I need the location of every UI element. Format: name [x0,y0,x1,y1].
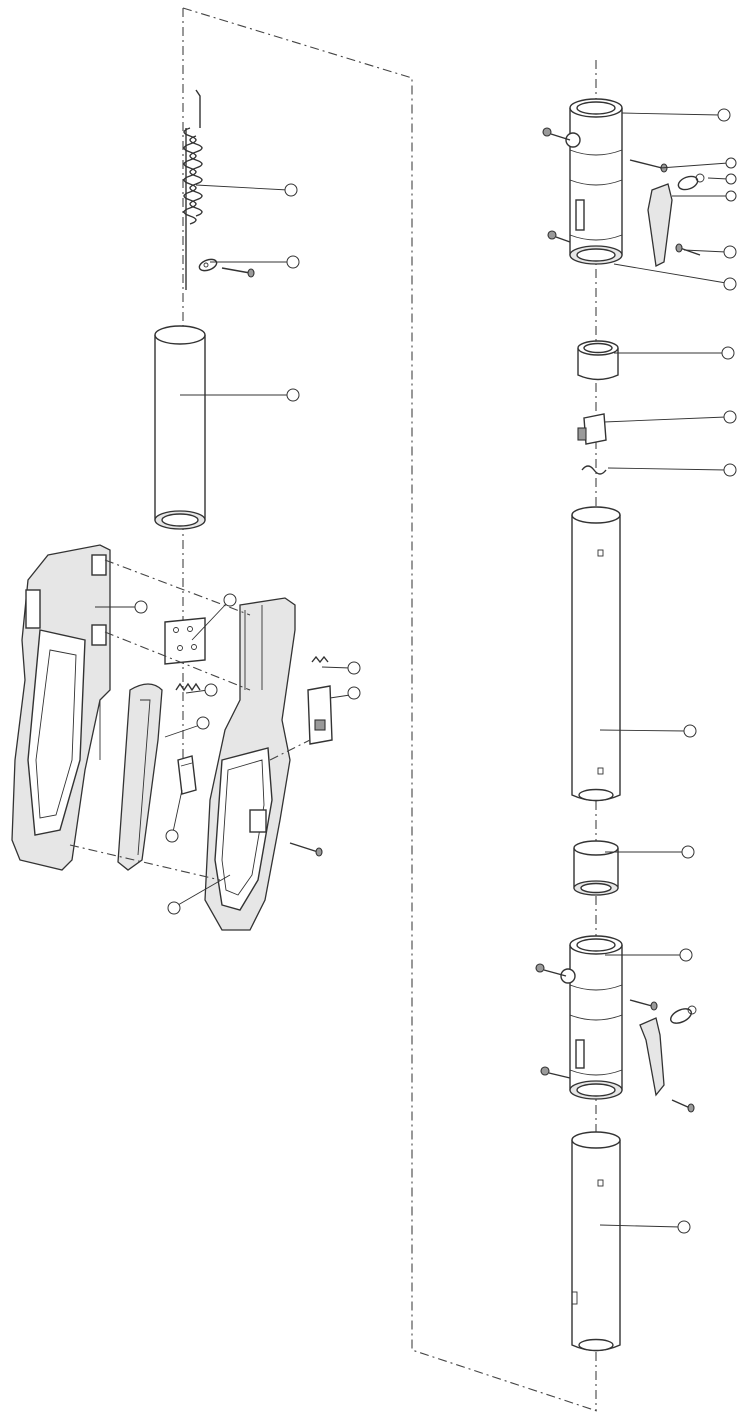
lower-connector-housing [560,935,623,1100]
right-handle-housing [204,597,296,931]
grip-cover-part [117,683,163,871]
spring-clip-part [198,258,255,278]
handle-screw-part [289,842,323,857]
spring-clip-small [581,465,607,475]
latch-block-part [577,413,607,445]
callout-markers [134,108,737,1234]
alignment-lines [69,559,311,881]
lower-latch-lever [639,1005,697,1097]
switch-block-part [177,755,197,795]
spring-part [183,89,203,290]
mounting-plate-part [164,617,206,665]
collar-part [577,340,619,381]
upper-latch-lever [647,173,705,267]
lock-button-part [307,655,333,745]
lower-extension-tube [571,1131,621,1352]
upper-screws [542,127,701,256]
leader-lines [95,112,729,1228]
left-handle-housing [11,544,111,871]
cylinder-tube-part [154,325,206,530]
upper-connector-housing [565,98,623,265]
small-spring-part [175,682,201,692]
coupling-sleeve-part [573,840,619,896]
upper-extension-tube [571,506,621,802]
lower-screws [535,963,695,1113]
